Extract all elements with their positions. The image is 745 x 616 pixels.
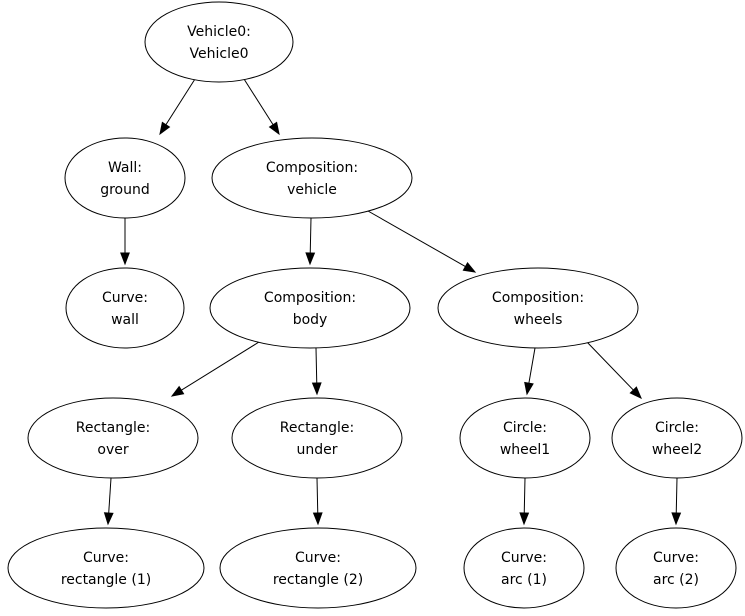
node-label-name-wall: ground	[100, 182, 150, 198]
node-ellipse-rect1[interactable]	[7, 527, 205, 609]
graph-node-wheel2[interactable]: Circle: wheel2	[611, 397, 743, 479]
arrowhead-icon	[311, 382, 322, 396]
node-ellipse-wheel2[interactable]	[611, 397, 743, 479]
edge-line	[309, 217, 312, 254]
graph-edge	[243, 78, 280, 136]
graph-node-wall[interactable]: Wall: ground	[64, 137, 186, 219]
node-label-name-arc1: arc (1)	[501, 572, 547, 588]
graph-node-arc1[interactable]: Curve: arc (1)	[463, 527, 585, 609]
graph-edge	[519, 477, 530, 526]
node-label-name-over: over	[97, 442, 128, 458]
node-label-name-curvewall: wall	[111, 312, 139, 328]
edge-line	[585, 340, 634, 391]
node-label-name-rect2: rectangle (2)	[273, 572, 363, 588]
edge-line	[523, 477, 526, 514]
node-label-type-arc1: Curve:	[501, 550, 547, 566]
node-label-type-wall: Wall:	[108, 160, 142, 176]
arrowhead-icon	[519, 512, 530, 526]
graph-edge	[103, 477, 114, 526]
arrowhead-icon	[462, 262, 477, 273]
node-ellipse-body[interactable]	[209, 267, 411, 349]
node-label-type-wheel2: Circle:	[655, 420, 699, 436]
node-label-name-rect1: rectangle (1)	[61, 572, 151, 588]
graph-node-curvewall[interactable]: Curve: wall	[65, 267, 185, 349]
arrowhead-icon	[268, 121, 280, 136]
node-label-type-wheels: Composition:	[492, 290, 584, 306]
graph-node-under[interactable]: Rectangle: under	[231, 397, 403, 479]
edges-layer	[103, 78, 682, 526]
graph-edge	[524, 347, 536, 396]
node-ellipse-curvewall[interactable]	[65, 267, 185, 349]
arrowhead-icon	[629, 386, 642, 400]
graph-edge	[585, 340, 642, 400]
graph-edge	[311, 347, 322, 396]
node-ellipse-wheels[interactable]	[437, 267, 639, 349]
edge-line	[243, 78, 274, 125]
edge-line	[165, 78, 196, 125]
graph-edge	[312, 477, 323, 526]
node-ellipse-under[interactable]	[231, 397, 403, 479]
arrowhead-icon	[159, 121, 171, 136]
arrowhead-icon	[524, 381, 534, 396]
arrowhead-icon	[671, 512, 682, 526]
node-ellipse-wheel1[interactable]	[459, 397, 591, 479]
edge-line	[528, 347, 536, 384]
node-label-type-under: Rectangle:	[280, 420, 354, 436]
node-label-type-rect1: Curve:	[83, 550, 129, 566]
node-ellipse-arc2[interactable]	[615, 527, 737, 609]
graph-node-vehicle0[interactable]: Vehicle0: Vehicle0	[144, 1, 294, 83]
graph-edge	[367, 210, 477, 273]
node-label-type-curvewall: Curve:	[102, 290, 148, 306]
graph-edge	[159, 78, 196, 136]
node-ellipse-vehicle0[interactable]	[144, 1, 294, 83]
graph-edge	[120, 218, 130, 266]
node-label-type-over: Rectangle:	[76, 420, 150, 436]
graph-node-rect1[interactable]: Curve: rectangle (1)	[7, 527, 205, 609]
graph-node-arc2[interactable]: Curve: arc (2)	[615, 527, 737, 609]
edge-line	[367, 210, 466, 267]
edge-line	[181, 341, 260, 391]
graph-node-vehicle[interactable]: Composition: vehicle	[211, 137, 413, 219]
node-ellipse-arc1[interactable]	[463, 527, 585, 609]
node-ellipse-vehicle[interactable]	[211, 137, 413, 219]
graph-node-rect2[interactable]: Curve: rectangle (2)	[219, 527, 417, 609]
nodes-layer: Vehicle0:Vehicle0Wall:groundComposition:…	[7, 1, 743, 609]
edge-line	[675, 477, 678, 514]
edge-line	[108, 477, 112, 514]
node-label-name-wheels: wheels	[514, 312, 563, 328]
edge-line	[315, 347, 318, 384]
node-label-name-wheel1: wheel1	[500, 442, 550, 458]
arrowhead-icon	[170, 385, 185, 397]
node-ellipse-rect2[interactable]	[219, 527, 417, 609]
node-label-type-wheel1: Circle:	[503, 420, 547, 436]
node-label-name-body: body	[293, 312, 328, 328]
node-ellipse-wall[interactable]	[64, 137, 186, 219]
node-label-type-vehicle0: Vehicle0:	[187, 24, 251, 40]
graph-node-over[interactable]: Rectangle: over	[27, 397, 199, 479]
graph-node-wheels[interactable]: Composition: wheels	[437, 267, 639, 349]
node-label-type-vehicle: Composition:	[266, 160, 358, 176]
graph-edge	[671, 477, 682, 526]
graph-edge	[305, 217, 316, 266]
node-label-type-body: Composition:	[264, 290, 356, 306]
node-label-type-arc2: Curve:	[653, 550, 699, 566]
node-ellipse-over[interactable]	[27, 397, 199, 479]
arrowhead-icon	[120, 252, 130, 266]
node-label-name-vehicle0: Vehicle0	[190, 46, 249, 62]
node-label-type-rect2: Curve:	[295, 550, 341, 566]
graph-node-body[interactable]: Composition: body	[209, 267, 411, 349]
node-label-name-under: under	[296, 442, 337, 458]
arrowhead-icon	[312, 512, 323, 526]
graph-node-wheel1[interactable]: Circle: wheel1	[459, 397, 591, 479]
arrowhead-icon	[305, 252, 316, 266]
edge-line	[316, 477, 319, 514]
node-label-name-wheel2: wheel2	[652, 442, 702, 458]
node-label-name-vehicle: vehicle	[287, 182, 337, 198]
arrowhead-icon	[103, 512, 114, 526]
graph-edge	[170, 341, 260, 397]
node-label-name-arc2: arc (2)	[653, 572, 699, 588]
